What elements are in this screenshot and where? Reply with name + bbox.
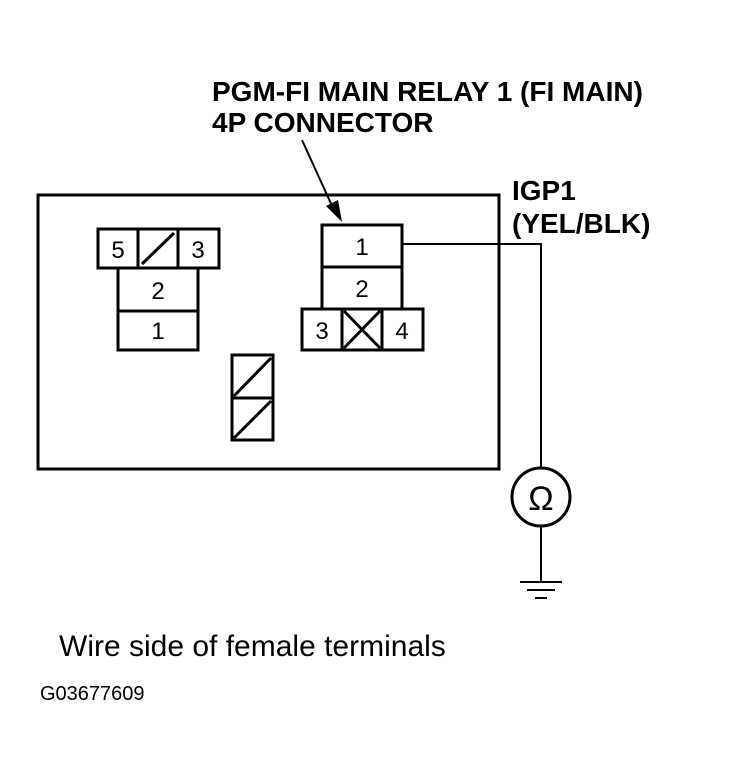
caption: Wire side of female terminals — [59, 630, 446, 663]
left-connector-blank-cavity — [140, 231, 176, 266]
pointer-arrow — [301, 139, 342, 222]
relay-terminal-4: 4 — [395, 318, 408, 345]
ground-icon — [520, 526, 562, 599]
ohm-symbol-icon: Ω — [528, 480, 553, 518]
figure-id: G03677609 — [40, 683, 145, 705]
igp1-wire — [402, 243, 542, 468]
wire-label: IGP1 — [512, 175, 576, 206]
left-connector-terminal-2: 2 — [151, 278, 164, 305]
left-connector-bottom-row — [116, 309, 200, 352]
left-connector-terminal-5: 5 — [111, 237, 124, 264]
relay-terminal-2: 2 — [355, 276, 368, 303]
ohmmeter: Ω — [510, 466, 572, 528]
connector-subtitle: 4P CONNECTOR — [212, 107, 433, 138]
relay-connector-bottom-row — [300, 307, 425, 352]
connector-title: PGM-FI MAIN RELAY 1 (FI MAIN) — [212, 76, 643, 107]
relay-4p-connector: 1 2 3 4 — [300, 223, 425, 352]
left-connector: 5 3 2 1 — [96, 227, 221, 352]
relay-terminal-3: 3 — [315, 318, 328, 345]
connector-housing — [36, 193, 501, 471]
left-connector-terminal-1: 1 — [151, 318, 164, 345]
wire-color-label: (YEL/BLK) — [512, 208, 650, 239]
relay-terminal-1: 1 — [355, 234, 368, 261]
left-connector-terminal-3: 3 — [191, 237, 204, 264]
blank-cavities — [230, 353, 275, 442]
